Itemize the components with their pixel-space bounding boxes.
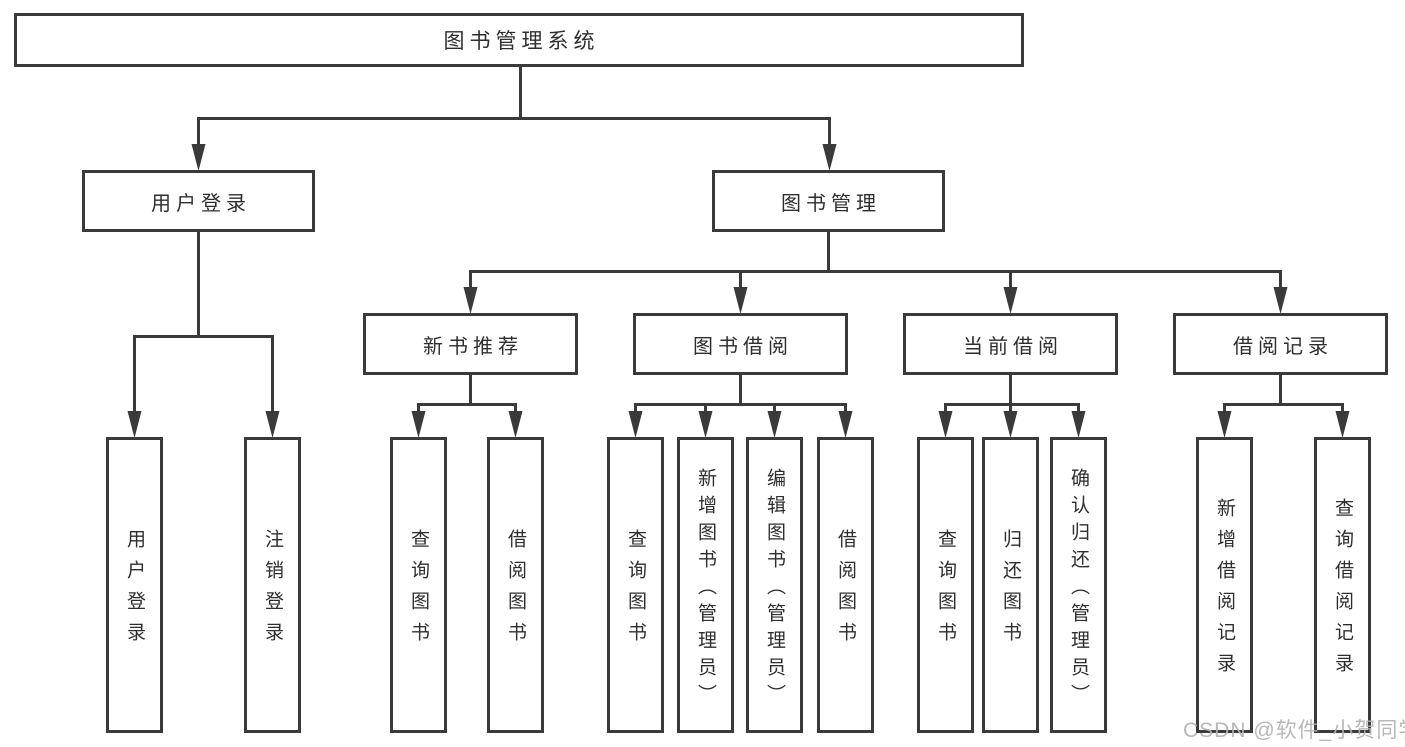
node-library-management-system: 图书管理系统	[14, 13, 1024, 67]
arrow-down-icon	[1273, 287, 1288, 314]
arrow-down-icon	[628, 411, 643, 438]
leaf-record-query-borrow-record: 查询借阅记录	[1314, 437, 1371, 733]
leaf-label: 归还图书	[1000, 529, 1021, 653]
leaf-label: 确认归还（管理员）	[1068, 467, 1089, 711]
leaf-label: 用户登录	[124, 529, 145, 653]
arrow-down-icon	[411, 411, 426, 438]
arrow-down-icon	[265, 411, 280, 438]
leaf-recommend-borrow-book: 借阅图书	[487, 437, 544, 733]
node-user-login: 用户登录	[82, 170, 315, 232]
leaf-borrow-query-book: 查询图书	[607, 437, 664, 733]
arrow-down-icon	[127, 411, 142, 438]
node-borrow-record: 借阅记录	[1173, 313, 1388, 375]
leaf-record-add-borrow-record: 新增借阅记录	[1196, 437, 1253, 733]
arrow-down-icon	[463, 287, 478, 314]
leaf-label: 借阅图书	[835, 529, 856, 653]
leaf-label: 新增图书（管理员）	[695, 467, 716, 711]
leaf-user-login: 用户登录	[106, 437, 163, 733]
leaf-logout-login: 注销登录	[244, 437, 301, 733]
node-book-borrow: 图书借阅	[633, 313, 848, 375]
connector-path	[133, 67, 1344, 413]
leaf-current-query-book: 查询图书	[917, 437, 974, 733]
leaf-current-return-book: 归还图书	[982, 437, 1039, 733]
leaf-borrow-borrow-book: 借阅图书	[817, 437, 874, 733]
arrow-down-icon	[822, 144, 837, 171]
leaf-borrow-add-book-admin: 新增图书（管理员）	[677, 437, 734, 733]
node-current-borrow: 当前借阅	[903, 313, 1118, 375]
arrow-down-icon	[938, 411, 953, 438]
leaf-label: 查询图书	[935, 529, 956, 653]
leaf-label: 查询图书	[408, 529, 429, 653]
arrow-down-icon	[1335, 411, 1350, 438]
arrow-down-icon	[1003, 411, 1018, 438]
arrow-down-icon	[1071, 411, 1086, 438]
arrow-down-icon	[191, 144, 206, 171]
arrowheads	[127, 144, 1350, 438]
node-book-management: 图书管理	[712, 170, 945, 232]
leaf-current-confirm-return-admin: 确认归还（管理员）	[1050, 437, 1107, 733]
leaf-label: 编辑图书（管理员）	[764, 467, 785, 711]
csdn-watermark: CSDN @软件_小贺同学	[1183, 719, 1405, 742]
leaf-borrow-edit-book-admin: 编辑图书（管理员）	[746, 437, 803, 733]
leaf-label: 查询借阅记录	[1332, 498, 1353, 684]
arrow-down-icon	[767, 411, 782, 438]
arrow-down-icon	[733, 287, 748, 314]
leaf-label: 新增借阅记录	[1214, 498, 1235, 684]
leaf-recommend-query-book: 查询图书	[390, 437, 447, 733]
arrow-down-icon	[1217, 411, 1232, 438]
leaf-label: 借阅图书	[505, 529, 526, 653]
arrow-down-icon	[698, 411, 713, 438]
node-new-book-recommend: 新书推荐	[363, 313, 578, 375]
arrow-down-icon	[508, 411, 523, 438]
leaf-label: 查询图书	[625, 529, 646, 653]
arrow-down-icon	[1003, 287, 1018, 314]
arrow-down-icon	[838, 411, 853, 438]
leaf-label: 注销登录	[262, 529, 283, 653]
